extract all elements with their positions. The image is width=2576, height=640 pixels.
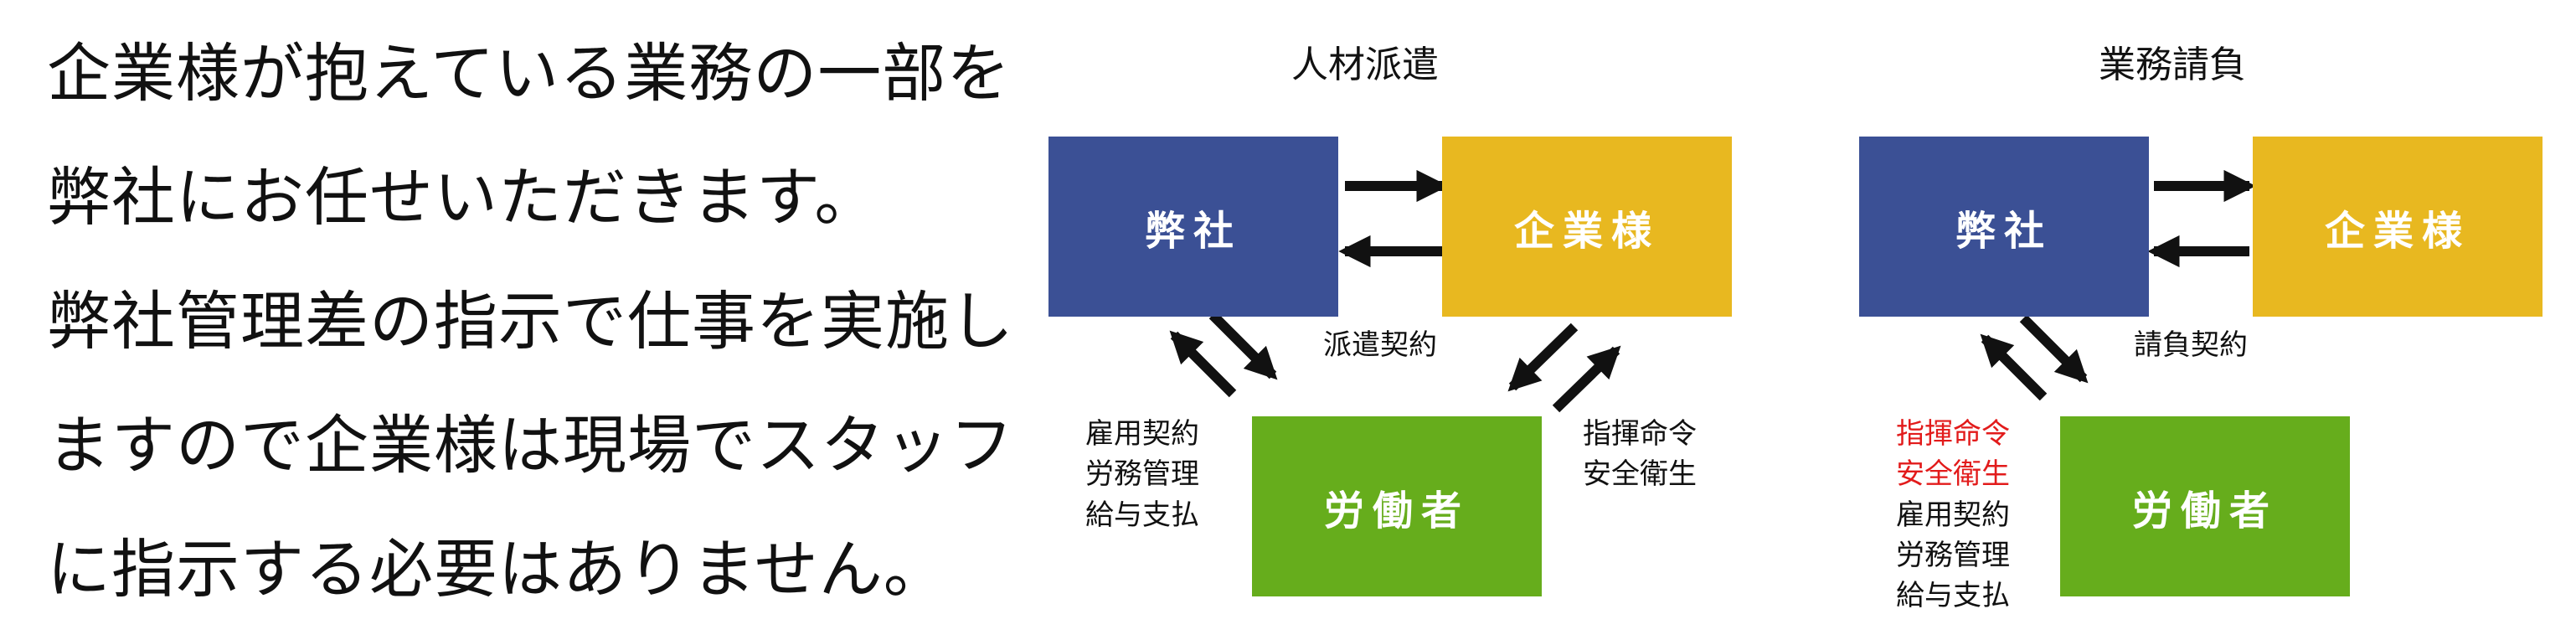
intro-line: 企業様が抱えている業務の一部を — [47, 36, 1012, 111]
arrow-icon — [2019, 314, 2089, 384]
arrow-icon — [1507, 323, 1579, 392]
intro-line: 弊社管理差の指示で仕事を実施し — [47, 284, 1014, 359]
intro-line: ますので企業様は現場でスタッフ — [47, 408, 1014, 483]
client-duties-label: 指揮命令 安全衛生 — [1583, 417, 1697, 492]
employer-duties-label: 雇用契約 労務管理 給与支払 — [1085, 417, 1199, 532]
arrow-icon — [1208, 311, 1278, 380]
worker-box: 労働者 — [1252, 416, 1542, 596]
dispatch-title: 人材派遣 — [1291, 44, 1439, 86]
self-box: 弊社 — [1859, 137, 2149, 317]
arrow-icon — [1169, 330, 1237, 398]
worker-box: 労働者 — [2060, 416, 2350, 596]
arrow-icon — [1552, 345, 1621, 413]
client-box: 企業様 — [1442, 137, 1732, 317]
intro-line: に指示する必要はありません。 — [47, 532, 948, 606]
contract-label: 請負契約 — [2134, 328, 2248, 362]
arrow-icon — [1980, 333, 2048, 401]
self-box: 弊社 — [1048, 137, 1338, 317]
client-box: 企業様 — [2253, 137, 2543, 317]
contracting-title: 業務請負 — [2099, 44, 2246, 86]
employer-duties-label: 指揮命令 安全衛生 雇用契約 労務管理 給与支払 — [1896, 417, 2010, 613]
contract-label: 派遣契約 — [1323, 328, 1437, 362]
intro-line: 弊社にお任せいただきます。 — [47, 160, 879, 235]
